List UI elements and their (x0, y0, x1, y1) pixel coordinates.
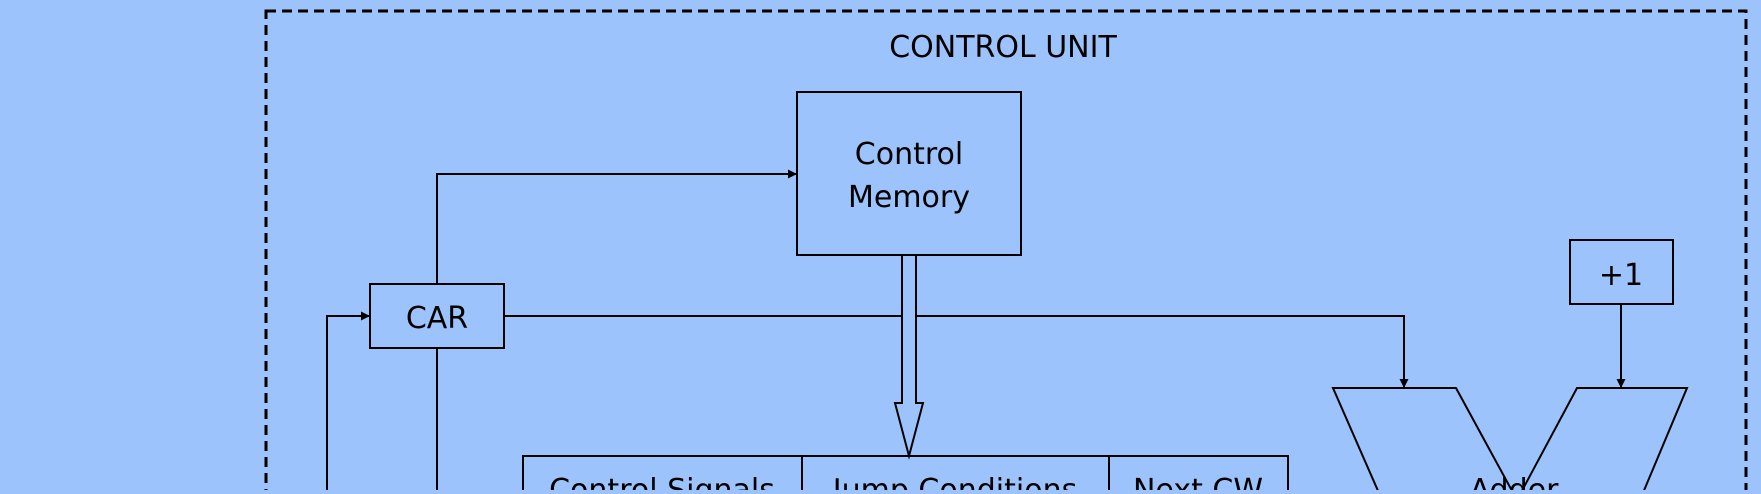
control-memory-label-line1: Control (855, 137, 963, 172)
adder-block: Adder (1331, 387, 1689, 494)
control-word-register: Control Signals Jump Conditions Next CW (522, 455, 1289, 494)
control-word-box (522, 455, 1289, 494)
next-cw-field: Next CW (1133, 473, 1263, 490)
car-to-adder-arrow (504, 315, 1409, 388)
car-to-memory-arrow (436, 169, 797, 284)
car-label: CAR (406, 301, 468, 336)
feedback-to-car-arrow (326, 311, 370, 494)
control-signals-field: Control Signals (549, 473, 775, 490)
control-unit-title: CONTROL UNIT (889, 30, 1117, 65)
control-memory-label-line2: Memory (848, 180, 970, 215)
plus-one-constant: +1 (1569, 239, 1674, 305)
car-register: CAR (369, 283, 505, 349)
control-memory-box (796, 91, 1022, 256)
adder-label: Adder (1470, 473, 1560, 490)
control-unit-boundary (264, 9, 1748, 494)
control-memory-block: Control Memory (796, 91, 1022, 256)
memory-to-control-word-bus-arrow (893, 254, 925, 460)
plus-one-label: +1 (1599, 258, 1643, 293)
jump-conditions-field: Jump Conditions (831, 473, 1077, 490)
adder-shape (1331, 387, 1689, 494)
